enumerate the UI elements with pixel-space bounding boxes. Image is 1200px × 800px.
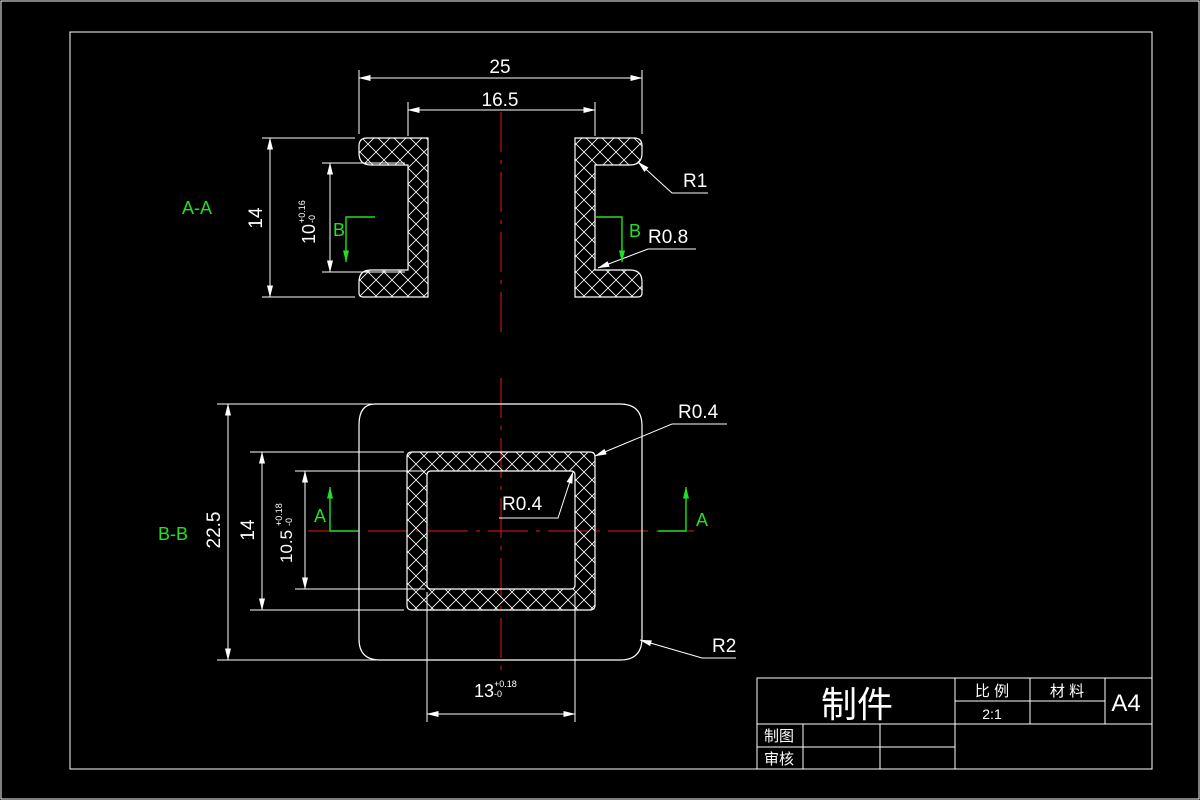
radius-r08: R0.8: [648, 227, 688, 248]
dim-text-10-5-group: 10.5 +0.18 -0: [274, 503, 296, 563]
section-label-aa: A-A: [182, 198, 212, 218]
radius-r04-inner: R0.4: [502, 494, 543, 515]
cut-mark-a-right: [658, 486, 689, 532]
view-aa: [262, 70, 708, 335]
cut-mark-b-right: [596, 216, 625, 263]
leader-r04-inner: [499, 471, 574, 519]
section-label-bb: B-B: [158, 524, 188, 544]
sheet-size: A4: [1111, 690, 1140, 717]
dim-text-14-aa: 14: [246, 207, 267, 229]
cut-label-a-left: A: [314, 506, 326, 526]
checked-by-label: 审核: [764, 751, 794, 768]
flange-outline: [358, 403, 643, 661]
part-name: 制件: [821, 684, 893, 725]
tol-lower-10: -0: [307, 215, 317, 223]
dim-text-14-bb: 14: [238, 519, 259, 541]
radius-r1: R1: [683, 171, 707, 192]
leader-r04-outer: [594, 423, 727, 457]
leader-r2: [639, 639, 736, 659]
leader-r1: [637, 161, 708, 194]
dim-text-25: 25: [489, 57, 510, 78]
tol-lower-13: -0: [494, 689, 502, 699]
tol-lower-10-5: -0: [284, 518, 294, 526]
dim-text-10: 10: [299, 224, 319, 244]
tol-upper-10-5: +0.18: [274, 503, 284, 526]
cut-mark-b-left: [343, 216, 375, 263]
dim-text-16-5: 16.5: [482, 90, 519, 111]
title-block: [756, 677, 1153, 770]
view-bb: [217, 378, 736, 722]
radius-r04-outer: R0.4: [678, 402, 719, 423]
cut-label-b-right: B: [629, 221, 641, 241]
section-frame-bb: [406, 451, 596, 611]
material-label: 材 料: [1050, 683, 1084, 700]
scale-label: 比 例: [975, 683, 1009, 700]
scale-value: 2:1: [982, 706, 1002, 722]
dim-text-10-group: 10 +0.16 -0: [297, 200, 319, 244]
radius-r2: R2: [712, 636, 736, 657]
section-right-aa: [574, 137, 643, 298]
dim-text-10-5: 10.5: [277, 530, 296, 563]
dim-text-13: 13: [474, 681, 494, 701]
cut-label-b-left: B: [333, 220, 345, 240]
section-left-aa: [358, 137, 429, 298]
tol-upper-10: +0.16: [297, 200, 307, 223]
tol-upper-13: +0.18: [494, 679, 517, 689]
cut-label-a-right: A: [696, 510, 708, 530]
drawn-by-label: 制图: [764, 728, 794, 745]
dim-text-22-5: 22.5: [204, 512, 225, 549]
cut-mark-a-left: [327, 486, 358, 532]
leader-r08: [597, 248, 696, 269]
drawing-frame: [69, 31, 1153, 770]
